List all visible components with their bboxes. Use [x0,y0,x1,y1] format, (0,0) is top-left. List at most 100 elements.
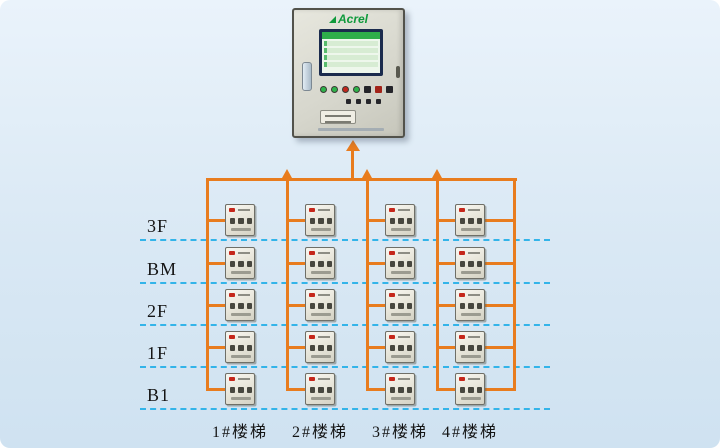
device-connector-line [208,262,225,265]
fire-device [455,289,485,321]
brand-text: Acrel [337,12,369,26]
green-button-icon [331,86,338,93]
device-label-bar [468,252,480,254]
device-slot [311,313,331,316]
device-connector-line [208,219,225,222]
device-label-bar [318,336,330,338]
device-keys [230,261,252,267]
device-led [229,335,235,339]
device-led [389,293,395,297]
small-key-icon [366,99,371,104]
device-keys [460,261,482,267]
device-connector-line [208,388,225,391]
device-slot [461,271,481,274]
device-label-bar [238,378,250,380]
green-button-icon [353,86,360,93]
device-led [229,377,235,381]
device-led [229,251,235,255]
bus-arrow-icon [432,169,442,178]
device-slot [391,271,411,274]
small-key-icon [356,99,361,104]
stairwell-label: 2#楼梯 [291,424,348,441]
device-keys [460,303,482,309]
black-key-icon [364,86,371,93]
device-connector-line [288,219,305,222]
panel-feed-line [351,150,354,181]
floor-dashed-line [140,408,550,410]
fire-device [385,373,415,405]
fire-device [225,331,255,363]
device-connector-line [208,304,225,307]
device-connector-line [438,304,455,307]
device-led [389,377,395,381]
device-label-bar [468,294,480,296]
device-connector-line [485,304,514,307]
device-label-bar [238,336,250,338]
device-connector-line [368,388,385,391]
device-label-bar [398,209,410,211]
device-slot [231,271,251,274]
green-button-icon [320,86,327,93]
floor-label: 1F [147,343,169,363]
device-slot [391,355,411,358]
fire-device [305,247,335,279]
cabinet-display-screen [319,29,383,76]
device-keys [390,261,412,267]
fire-device [385,204,415,236]
monitor-cabinet: Acrel [292,8,405,138]
device-label-bar [398,252,410,254]
floor-label: B1 [147,385,171,405]
bus-line [436,178,439,391]
screen-row [324,48,378,53]
black-key-icon [386,86,393,93]
device-keys [460,218,482,224]
stairwell-label: 3#楼梯 [371,424,428,441]
device-keys [390,387,412,393]
screen-content [322,32,380,73]
fire-device [455,204,485,236]
device-connector-line [368,219,385,222]
fire-device [385,331,415,363]
device-slot [231,313,251,316]
device-keys [460,345,482,351]
device-slot [391,228,411,231]
floor-label: BM [147,259,178,279]
device-connector-line [368,346,385,349]
device-keys [310,261,332,267]
device-connector-line [438,262,455,265]
stairwell-label: 1#楼梯 [211,424,268,441]
device-led [309,377,315,381]
cabinet-caption-bar [318,128,384,131]
device-led [459,208,465,212]
device-led [309,335,315,339]
device-label-bar [468,336,480,338]
acrel-leaf-icon [328,16,336,23]
device-keys [230,387,252,393]
bus-line [366,178,369,391]
device-keys [230,218,252,224]
device-led [459,251,465,255]
floor-dashed-line [140,324,550,326]
device-keys [230,345,252,351]
device-led [459,293,465,297]
panel-feed-arrow-icon [345,140,360,151]
floor-label: 2F [147,301,169,321]
device-label-bar [318,209,330,211]
device-led [389,208,395,212]
device-connector-line [438,346,455,349]
device-keys [390,218,412,224]
printer-slot [320,110,356,124]
bus-arrow-icon [282,169,292,178]
device-slot [231,355,251,358]
floor-dashed-line [140,366,550,368]
button-row-secondary [346,99,381,104]
fire-device [225,204,255,236]
floor-dashed-line [140,282,550,284]
device-label-bar [468,378,480,380]
small-key-icon [376,99,381,104]
device-keys [390,303,412,309]
device-connector-line [368,262,385,265]
device-led [309,208,315,212]
device-label-bar [238,294,250,296]
